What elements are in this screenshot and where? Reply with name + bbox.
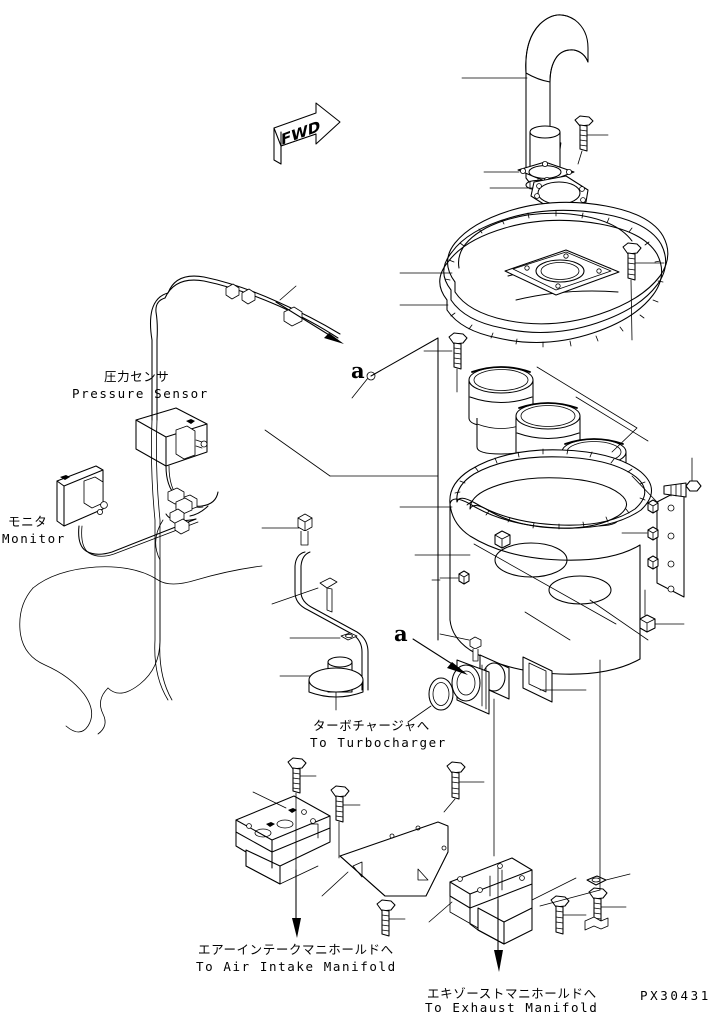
bolt: [550, 895, 587, 935]
bolt: [376, 899, 406, 937]
sensor-hose-lower: [151, 419, 173, 701]
to-air-intake-label-en: To Air Intake Manifold: [196, 959, 397, 974]
monitor-label-jp: モニタ: [8, 514, 48, 529]
monitor-label-en: Monitor: [2, 531, 66, 546]
pressure-sensor-label-jp: 圧力センサ: [104, 369, 170, 384]
turbo-port-flange: [407, 633, 490, 723]
to-exhaust-label-jp: エキゾーストマニホールドへ: [427, 986, 597, 1001]
callout-leader: [351, 377, 369, 399]
monitor-box: [56, 465, 199, 557]
pressure-tube: [261, 513, 369, 711]
mounting-plate: [621, 457, 702, 598]
to-exhaust-label-en: To Exhaust Manifold: [425, 1000, 599, 1015]
callout-a-lower: a: [394, 621, 408, 646]
bolt: [622, 242, 665, 341]
assembly-line: [539, 889, 601, 907]
channel-bracket-left: [235, 791, 331, 885]
bolt: [584, 887, 627, 931]
washer: [586, 873, 631, 886]
bolt: [574, 115, 609, 165]
bolt: [443, 761, 485, 813]
muffler-top-cover: [399, 201, 669, 348]
bolt: [423, 332, 468, 393]
to-air-intake-label-jp: エアーインテークマニホールドへ: [198, 942, 394, 957]
to-turbocharger-label-en: To Turbocharger: [310, 735, 447, 750]
machine-outline: [19, 565, 263, 735]
exhaust-tailpipe: [461, 14, 589, 191]
wiring-harness: [107, 487, 209, 694]
nut: [439, 570, 470, 585]
hose-tail: [370, 337, 439, 377]
pressure-sensor-label-en: Pressure Sensor: [72, 386, 209, 401]
muffler-body: [399, 448, 653, 703]
nut: [639, 589, 685, 633]
heat-shield-plate: [321, 821, 449, 897]
drawing-number: PX30431: [640, 988, 711, 1003]
oval-gasket: [489, 175, 589, 247]
baffle-plate-edge: [575, 396, 649, 442]
sensor-hose: [149, 275, 344, 421]
bolt: [330, 785, 361, 859]
to-turbocharger-label-jp: ターボチャージャへ: [313, 718, 430, 733]
leader: [264, 429, 331, 477]
i-beam-bracket: [428, 857, 577, 945]
fwd-marker: [273, 102, 341, 165]
callout-a-upper: a: [351, 358, 365, 383]
baffle-plate-edge: [536, 366, 638, 453]
bolt: [287, 757, 317, 938]
